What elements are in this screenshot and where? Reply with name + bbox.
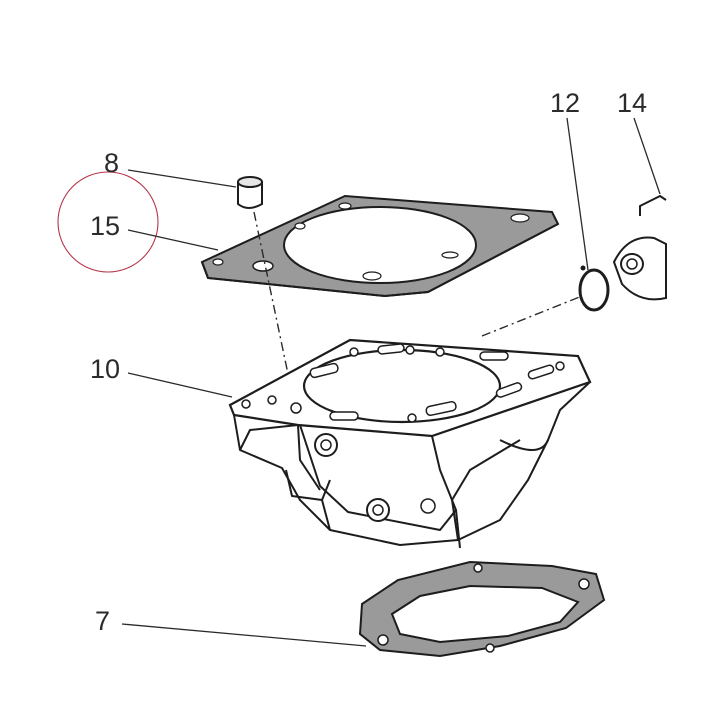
leader-7: [121, 623, 367, 647]
leader-14: [633, 117, 661, 195]
callout-8: 8: [104, 148, 119, 178]
callout-14: 14: [617, 88, 647, 118]
leader-12: [566, 117, 589, 271]
part-8-dowel-pin[interactable]: [237, 176, 263, 209]
assembly-axis-pin: [253, 211, 297, 413]
assembly-axis-ring: [481, 295, 583, 337]
leader-10: [127, 372, 233, 398]
callout-7: 7: [95, 606, 110, 636]
part-7-base-gasket[interactable]: [358, 560, 606, 658]
leader-8: [127, 169, 237, 188]
part-12-circlip[interactable]: [578, 265, 610, 312]
callout-10: 10: [90, 354, 120, 384]
part-14-fitting[interactable]: [612, 195, 667, 301]
part-10-cylinder[interactable]: [228, 338, 592, 549]
part-15-head-gasket[interactable]: [200, 194, 560, 298]
highlight-circle: [57, 171, 159, 273]
callout-12: 12: [550, 88, 580, 118]
callout-15: 15: [90, 211, 120, 241]
leader-15: [127, 229, 219, 251]
